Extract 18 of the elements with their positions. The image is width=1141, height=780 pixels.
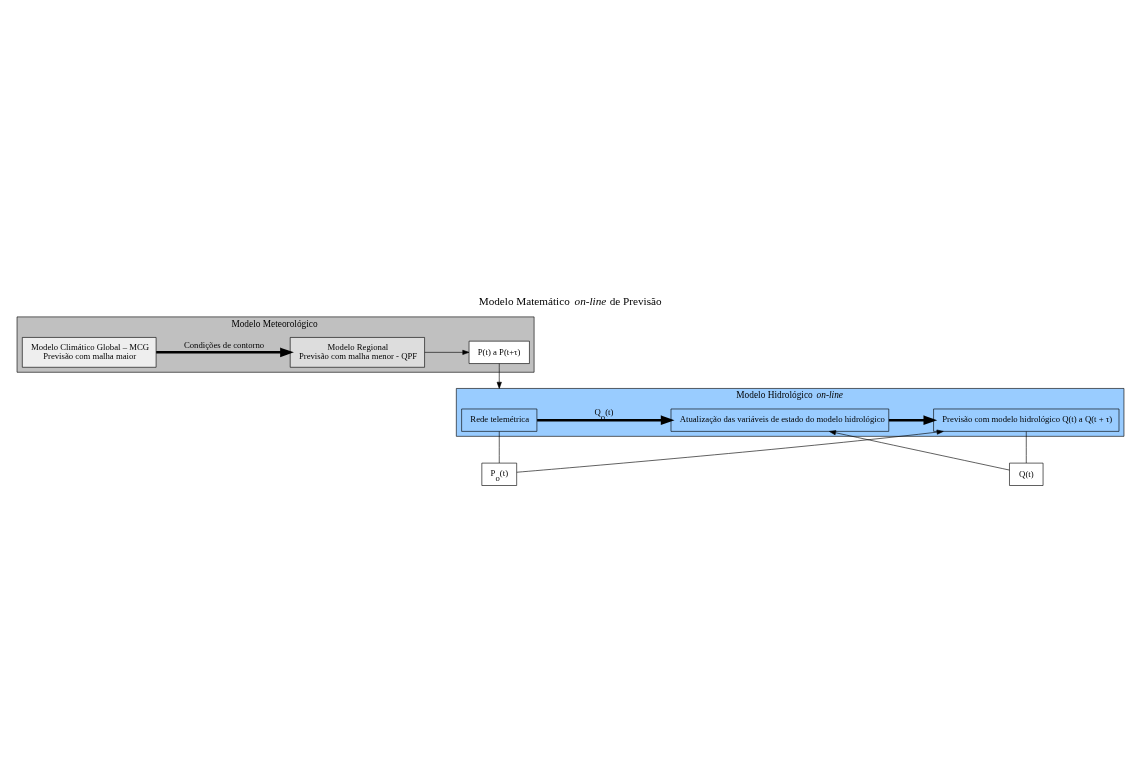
node-box: Modelo Regional Previsão com malha menor - QPF	[289, 337, 425, 368]
connector	[1025, 431, 1027, 464]
connector	[498, 431, 500, 464]
arrow	[516, 429, 944, 473]
arrow	[424, 349, 470, 355]
edge-label: Condições de contorno	[183, 340, 265, 351]
node-box: Modelo Climático Global – MCG Previsão com malha maior	[22, 337, 157, 368]
node-box: Q(t)	[1009, 462, 1044, 486]
diagram-title: Modelo Matemático on-line de Previsão	[478, 295, 662, 308]
node-box: P(t) a P(t+τ)	[468, 340, 530, 364]
arrow	[496, 363, 502, 389]
arrow	[888, 415, 938, 425]
arrow	[829, 430, 1010, 471]
arrow	[156, 347, 294, 358]
node-box: Rede telemétrica	[461, 408, 538, 432]
node-box: Atualização das variáveis de estado do modelo hidrológico	[670, 408, 890, 432]
node-box: Previsão com modelo hidrológico Q(t) a Q(t + τ)	[933, 408, 1120, 432]
arrow	[537, 415, 675, 425]
